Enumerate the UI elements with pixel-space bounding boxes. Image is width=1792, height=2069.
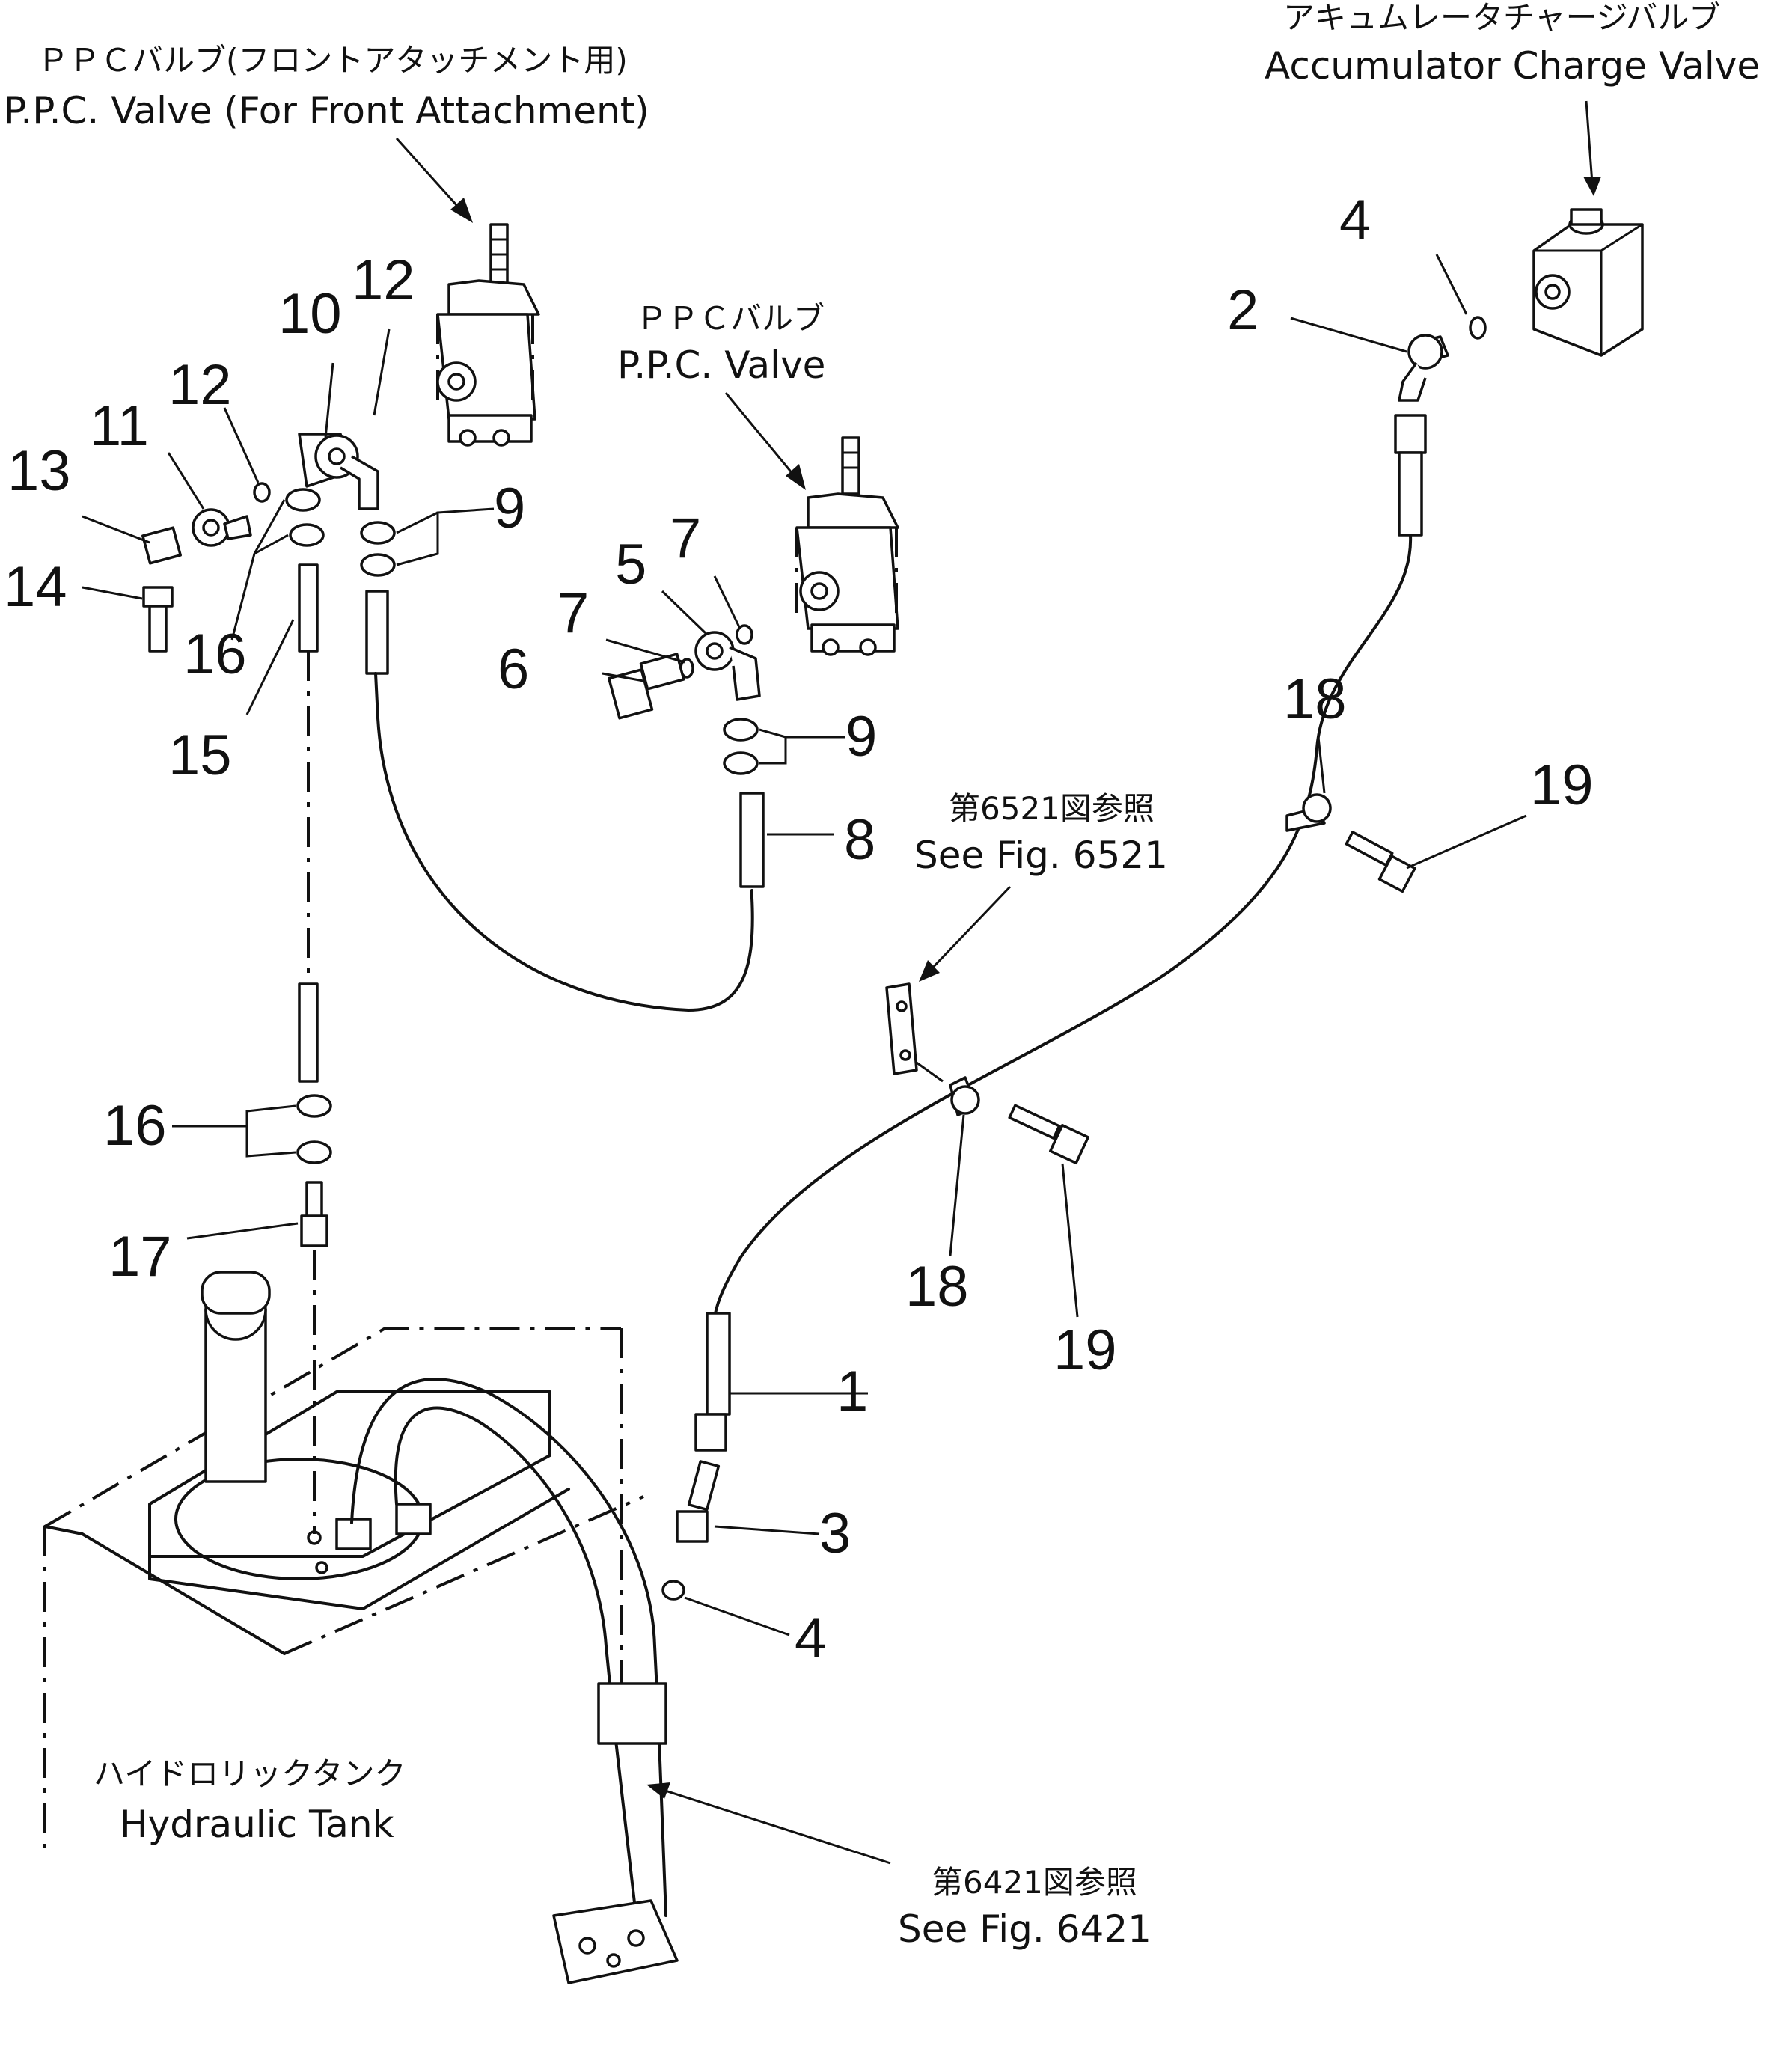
part-number-18-lower: 18 xyxy=(905,1255,969,1318)
caption-accum-jp: アキュムレータチャージバルブ xyxy=(1283,0,1720,36)
fittings-left xyxy=(141,482,271,653)
part-number-8: 8 xyxy=(844,808,875,872)
caption-ppc-front-en: P.P.C. Valve (For Front Attachment) xyxy=(4,89,649,132)
hose-front-to-ppc xyxy=(298,433,765,1012)
part-number-labels: 1 2 3 4 4 5 6 7 7 8 9 9 10 11 12 12 13 1… xyxy=(4,189,1594,1670)
part-number-4-top: 4 xyxy=(1339,189,1371,252)
caption-fig6421-jp: 第6421図参照 xyxy=(932,1864,1137,1901)
caption-ppc-front-attachment: ＰＰＣバルブ(フロントアタッチメント用) P.P.C. Valve (For F… xyxy=(4,42,649,132)
part-number-6: 6 xyxy=(498,638,529,701)
part-number-13: 13 xyxy=(7,439,71,503)
part-number-12-upper: 12 xyxy=(352,248,415,312)
part-number-10: 10 xyxy=(278,282,342,346)
part-number-7-left: 7 xyxy=(557,581,589,645)
ppc-valve-front-attachment xyxy=(436,223,540,447)
part-number-16-upper: 16 xyxy=(183,623,247,686)
elbow-and-bolt-ppc xyxy=(608,624,761,720)
caption-fig6421-en: See Fig. 6421 xyxy=(898,1907,1152,1951)
suction-pipe xyxy=(350,1378,679,1984)
caption-fig6521-jp: 第6521図参照 xyxy=(949,790,1155,827)
caption-tank-en: Hydraulic Tank xyxy=(120,1803,394,1846)
caption-accumulator-charge-valve: アキュムレータチャージバルブ Accumulator Charge Valve xyxy=(1265,0,1760,88)
part-number-18-upper: 18 xyxy=(1283,667,1347,731)
hose-accumulator xyxy=(661,316,1487,1601)
caption-tank-jp: ハイドロリックタンク xyxy=(94,1755,406,1792)
part-number-16-lower: 16 xyxy=(103,1094,167,1158)
part-number-3: 3 xyxy=(819,1502,851,1565)
part-number-1: 1 xyxy=(837,1360,868,1423)
caption-fig6521-en: See Fig. 6521 xyxy=(914,834,1168,877)
hydraulic-tank xyxy=(43,1271,644,1848)
part-number-14: 14 xyxy=(4,555,67,619)
accumulator-charge-valve xyxy=(1532,208,1644,357)
caption-see-fig-6521: 第6521図参照 See Fig. 6521 xyxy=(914,790,1168,877)
part-number-2: 2 xyxy=(1227,278,1259,342)
part-number-9-upper: 9 xyxy=(494,477,525,540)
ppc-valve xyxy=(795,436,899,656)
caption-ppc-jp: ＰＰＣバルブ xyxy=(636,300,825,337)
part-number-9-lower: 9 xyxy=(845,705,877,768)
caption-arrows xyxy=(395,100,1601,1865)
part-number-11: 11 xyxy=(90,394,149,458)
part-number-15: 15 xyxy=(168,724,232,787)
part-number-17: 17 xyxy=(108,1225,172,1289)
caption-ppc-valve: ＰＰＣバルブ P.P.C. Valve xyxy=(617,300,825,387)
part-number-12-lower: 12 xyxy=(168,353,232,417)
leader-lines xyxy=(82,254,1527,1636)
caption-accum-en: Accumulator Charge Valve xyxy=(1265,44,1760,88)
part-number-4-bottom: 4 xyxy=(795,1607,826,1670)
part-number-7-right: 7 xyxy=(670,507,701,570)
part-number-19-lower: 19 xyxy=(1054,1318,1117,1382)
caption-hydraulic-tank: ハイドロリックタンク Hydraulic Tank xyxy=(94,1755,406,1846)
caption-ppc-front-jp: ＰＰＣバルブ(フロントアタッチメント用) xyxy=(37,42,628,79)
part-number-19-upper: 19 xyxy=(1530,754,1594,817)
return-hose xyxy=(285,488,332,1534)
caption-see-fig-6421: 第6421図参照 See Fig. 6421 xyxy=(898,1864,1152,1951)
part-number-5: 5 xyxy=(615,533,646,596)
caption-ppc-en: P.P.C. Valve xyxy=(617,343,825,387)
